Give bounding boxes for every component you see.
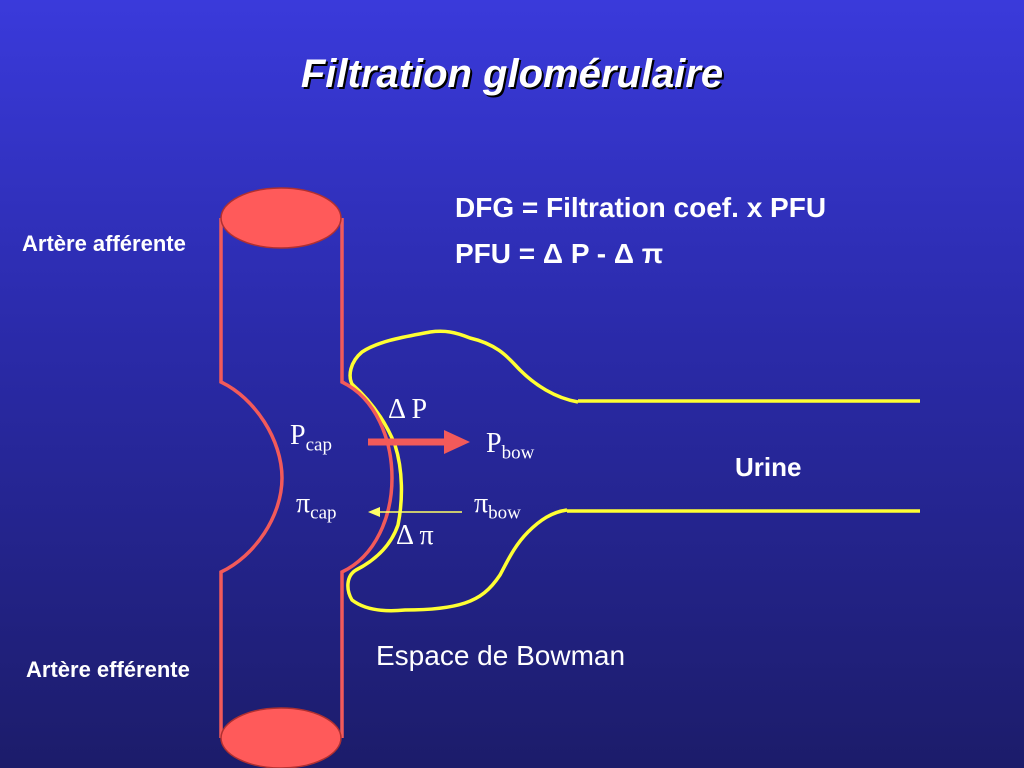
oncotic-arrow-head — [368, 507, 380, 517]
p-cap-base: P — [290, 420, 306, 451]
p-cap-sub: cap — [305, 434, 332, 456]
p-bow-label: Pbow — [486, 428, 534, 465]
vessel-right-wall — [340, 218, 394, 738]
pfu-equation: PFU = Δ P - Δ π — [455, 238, 664, 269]
slide-title: Filtration glomérulaire — [300, 52, 724, 96]
delta-p-label: Δ P — [388, 394, 428, 425]
p-bow-sub: bow — [501, 442, 535, 464]
vessel-top-opening — [220, 187, 342, 249]
p-bow-base: P — [486, 428, 502, 459]
afferent-artery-label: Artère afférente — [22, 231, 186, 256]
vessel-left-wall — [219, 218, 284, 738]
delta-pi-label: Δ π — [396, 520, 434, 551]
p-cap-label: Pcap — [290, 420, 332, 457]
pi-cap-label: πcap — [296, 488, 337, 525]
urine-label: Urine — [735, 452, 802, 482]
pi-bow-sub: bow — [488, 502, 521, 524]
pi-cap-base: π — [296, 488, 311, 519]
pi-bow-label: πbow — [474, 488, 521, 525]
vessel-bottom-opening — [220, 707, 342, 768]
pi-bow-base: π — [474, 488, 489, 519]
bowman-space-label: Espace de Bowman — [376, 640, 626, 671]
bowman-capsule-outline — [346, 329, 579, 613]
pi-cap-sub: cap — [310, 502, 337, 524]
filtration-arrow-head — [444, 430, 470, 454]
dfg-equation: DFG = Filtration coef. x PFU — [455, 192, 827, 223]
efferent-artery-label: Artère efférente — [26, 657, 190, 682]
